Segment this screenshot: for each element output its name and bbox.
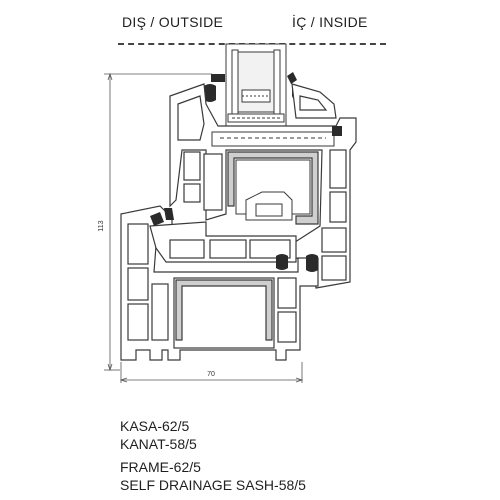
sash-steel-reinforcement: [227, 151, 319, 225]
sash-lower-arm: [149, 221, 297, 263]
caption-kasa: KASA-62/5: [120, 418, 190, 434]
hardware-groove: [211, 131, 335, 147]
sash-inner-chamber: [235, 159, 311, 221]
sash-gasket-top: [332, 126, 342, 136]
frame-steel-reinforcement: [175, 279, 273, 341]
inside-label: İÇ / INSIDE: [292, 14, 368, 30]
outer-glazing-gasket: [204, 74, 225, 102]
caption-sash: SELF DRAINAGE SASH-58/5: [120, 477, 306, 493]
caption-kanat: KANAT-58/5: [120, 436, 197, 452]
height-dimension-label: 113: [98, 220, 105, 231]
width-dimension: [119, 362, 304, 383]
outside-label: DIŞ / OUTSIDE: [122, 14, 224, 30]
caption-frame: FRAME-62/5: [120, 459, 201, 475]
height-dimension: [104, 72, 212, 372]
glass-unit: [225, 43, 287, 129]
frame-gaskets: [150, 208, 318, 272]
width-dimension-label: 70: [207, 371, 215, 378]
